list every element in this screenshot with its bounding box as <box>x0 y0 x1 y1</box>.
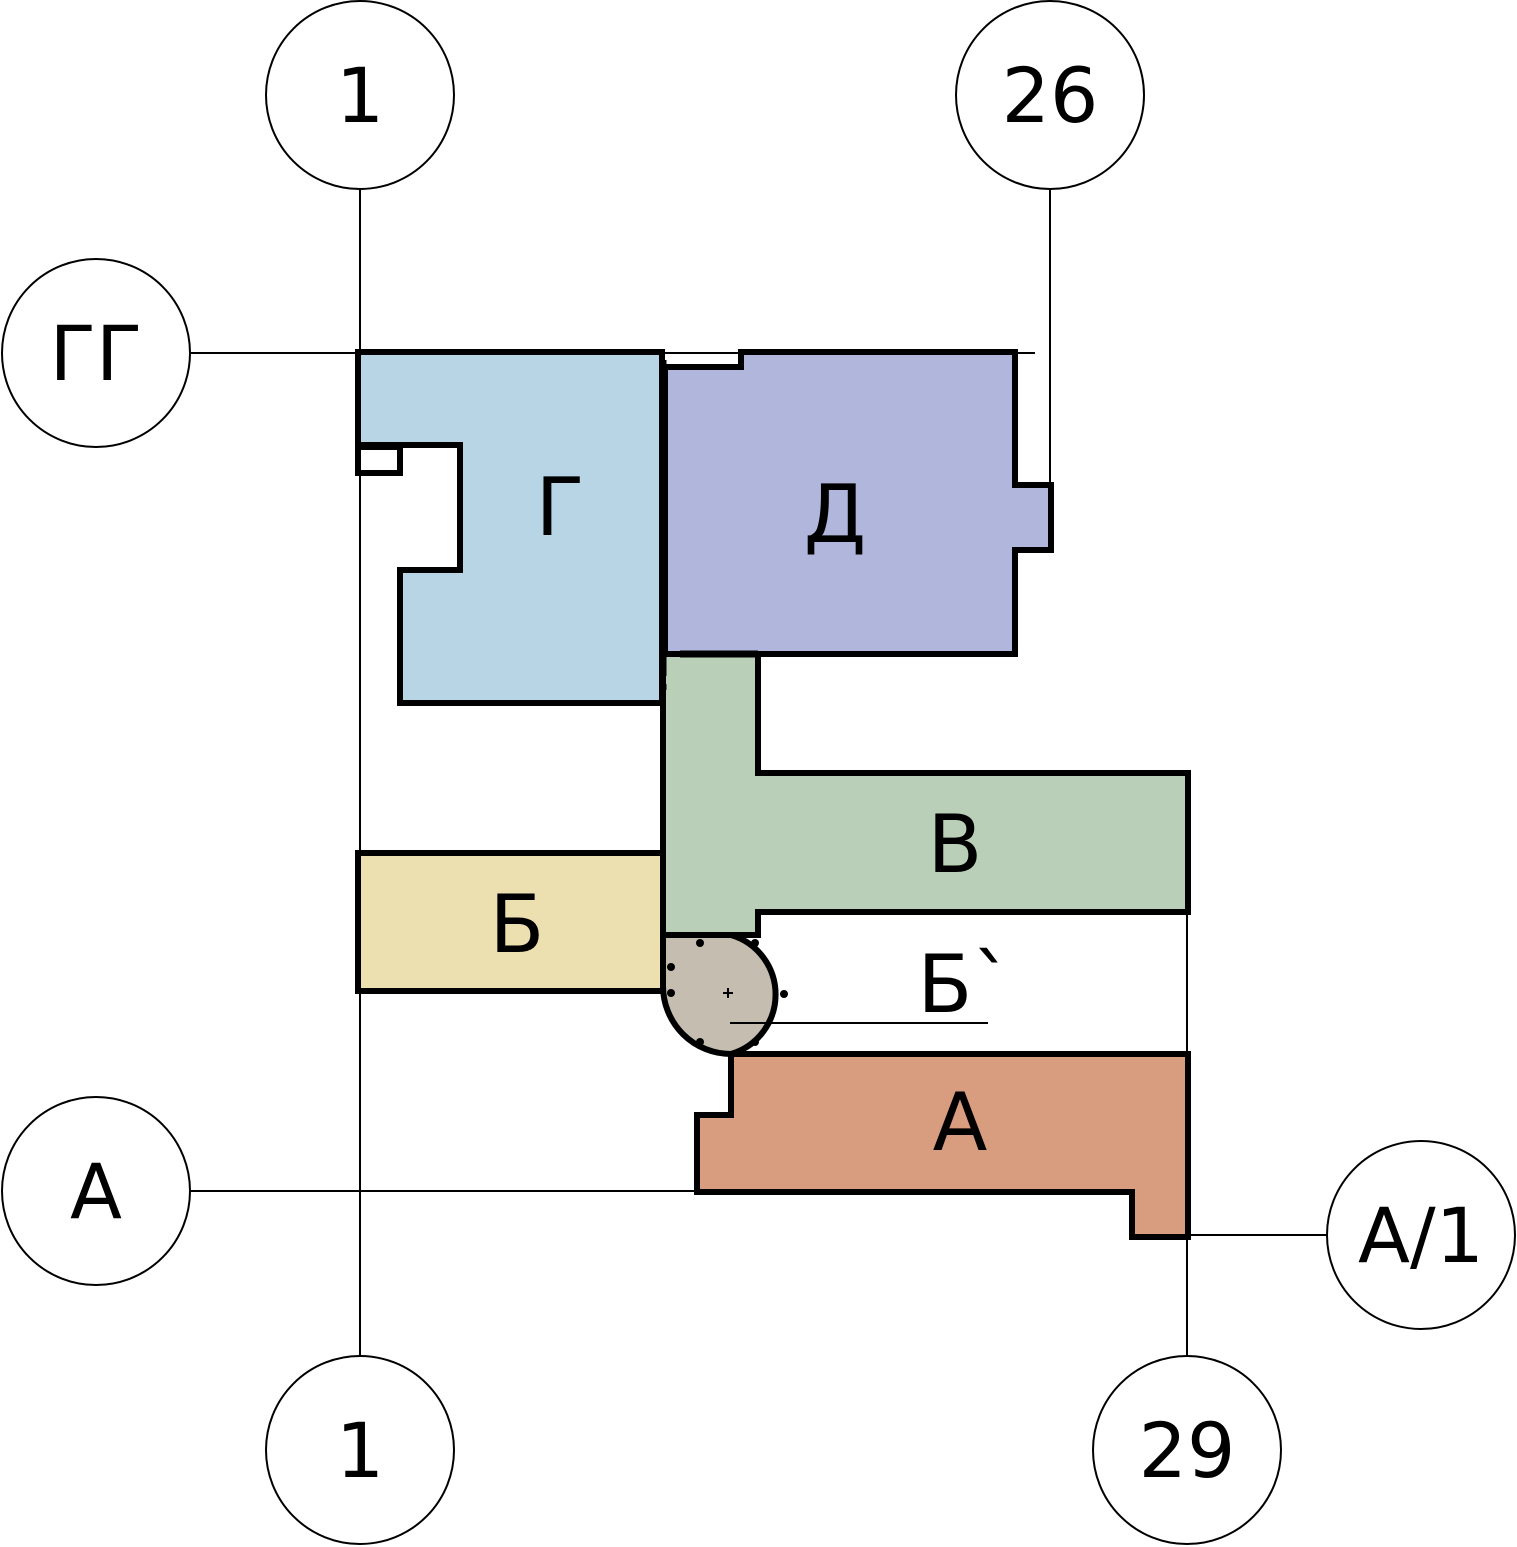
zone-label-g: Г <box>536 461 585 554</box>
zone-label-v: В <box>928 798 983 891</box>
axis-bubble-top-left-text: 1 <box>336 51 384 140</box>
zone-label-d: Д <box>804 468 867 561</box>
axis-bubble-right-lower-text: А/1 <box>1358 1191 1484 1280</box>
axis-bubble-left-upper: ГГ <box>1 258 191 448</box>
axis-bubble-left-lower-text: А <box>70 1147 122 1236</box>
axis-bubble-bottom-right-text: 29 <box>1139 1406 1236 1495</box>
zone-label-rotunda: Б` <box>918 938 1013 1031</box>
rotunda-column-dots <box>667 939 788 1046</box>
zone-v-shape <box>660 651 1191 938</box>
axis-bubble-left-lower: А <box>1 1096 191 1286</box>
axis-bubble-right-lower: А/1 <box>1326 1140 1516 1330</box>
zone-g-niche <box>355 444 403 476</box>
zone-g-shape <box>355 349 665 706</box>
axis-bubble-top-left: 1 <box>265 0 455 190</box>
axis-bubble-bottom-right: 29 <box>1092 1355 1282 1545</box>
axis-bubble-left-upper-text: ГГ <box>50 309 143 398</box>
axis-bubble-top-right-text: 26 <box>1002 51 1099 140</box>
axis-bubble-bottom-left: 1 <box>265 1355 455 1545</box>
zone-rotunda-shape <box>660 932 779 1058</box>
zone-b-shape <box>355 850 666 994</box>
zone-d-shape <box>662 349 1054 657</box>
axis-bubble-top-right: 26 <box>955 0 1145 190</box>
zone-label-b: Б <box>490 878 545 971</box>
zone-a-shape <box>694 1051 1191 1240</box>
axis-bubble-bottom-left-text: 1 <box>336 1406 384 1495</box>
zone-label-a: А <box>933 1076 988 1169</box>
